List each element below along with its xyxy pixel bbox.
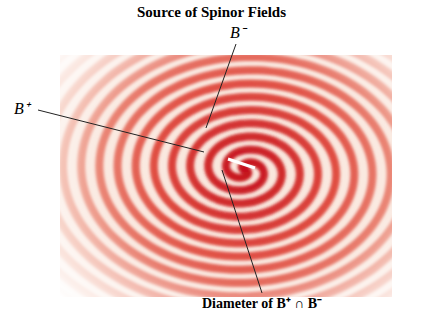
- annotation: Diameter of B⁺ ∩ B⁻: [202, 296, 322, 311]
- region-label: B⁺: [14, 100, 29, 118]
- region-label: B⁻: [230, 24, 245, 42]
- diameter-mark: [228, 159, 255, 168]
- leader-line: [222, 170, 262, 293]
- leader-line: [38, 110, 204, 152]
- leader-line: [206, 44, 236, 128]
- title: Source of Spinor Fields: [137, 4, 286, 21]
